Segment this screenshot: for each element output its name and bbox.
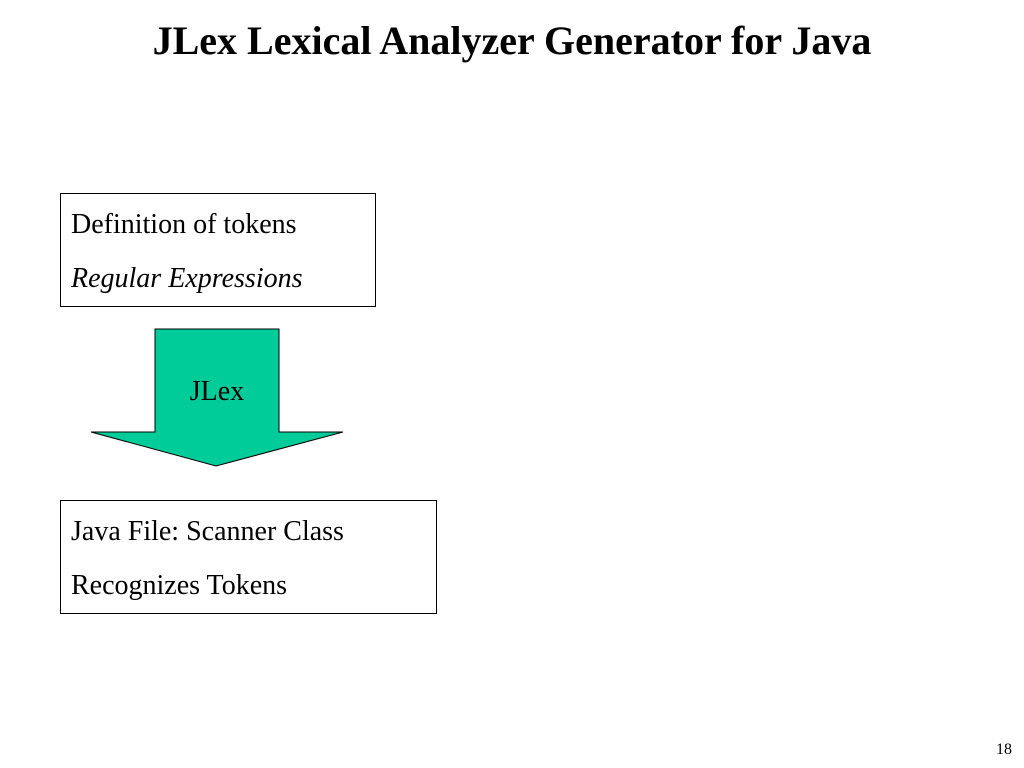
jlex-arrow-label: JLex	[189, 376, 245, 407]
down-arrow-shape	[90, 328, 344, 467]
recognizes-tokens-label: Recognizes Tokens	[71, 570, 288, 601]
token-definition-box: Definition of tokens Regular Expressions	[60, 193, 376, 307]
java-file-label: Java File: Scanner Class	[71, 516, 344, 547]
scanner-class-box: Java File: Scanner Class Recognizes Toke…	[60, 500, 437, 614]
page-number: 18	[996, 741, 1012, 758]
token-definition-label: Definition of tokens	[71, 209, 297, 240]
regular-expressions-label: Regular Expressions	[71, 263, 303, 294]
slide-title: JLex Lexical Analyzer Generator for Java	[152, 18, 872, 63]
